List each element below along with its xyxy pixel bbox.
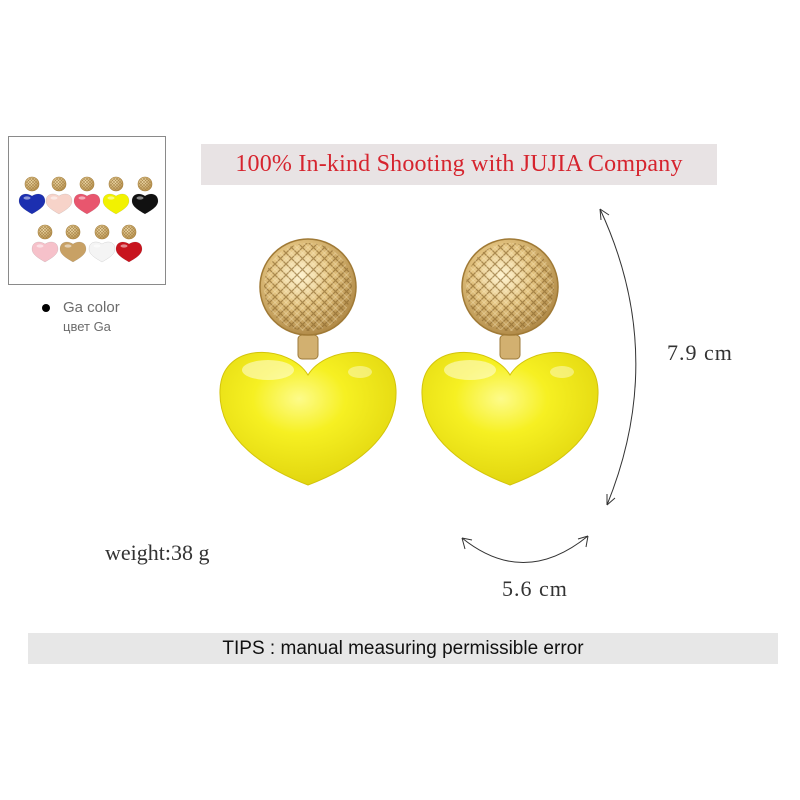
swatch-earring-icon [18,176,46,215]
height-dimension: 7.9 cm [667,340,733,365]
color-label-en: Ga color [63,299,120,316]
color-option[interactable]: Ga color [42,299,120,316]
swatch-earring-icon [115,224,143,263]
weight-label: weight:38 g [105,540,210,565]
width-dimension: 5.6 cm [502,576,568,601]
radio-bullet-icon [42,303,50,312]
swatch-earring-icon [73,176,101,215]
left-earring-icon [219,238,397,486]
swatch-earring-icon [88,224,116,263]
swatch-earring-icon [59,224,87,263]
swatch-earring-icon [131,176,159,215]
width-arrow-icon [461,535,589,563]
swatch-earring-icon [45,176,73,215]
color-swatch-thumbnail[interactable] [8,136,166,285]
tips-bar: TIPS : manual measuring permissible erro… [28,633,778,664]
promo-banner: 100% In-kind Shooting with JUJIA Company [201,144,717,185]
banner-text: 100% In-kind Shooting with JUJIA Company [235,151,683,177]
tips-text: TIPS : manual measuring permissible erro… [222,637,584,659]
right-earring-icon [421,238,599,486]
heart-earring-swatches-icon [18,176,159,263]
height-arrow-icon [599,208,637,506]
color-label-ru: цвет Ga [63,319,111,334]
swatch-earring-icon [102,176,130,215]
swatch-earring-icon [31,224,59,263]
